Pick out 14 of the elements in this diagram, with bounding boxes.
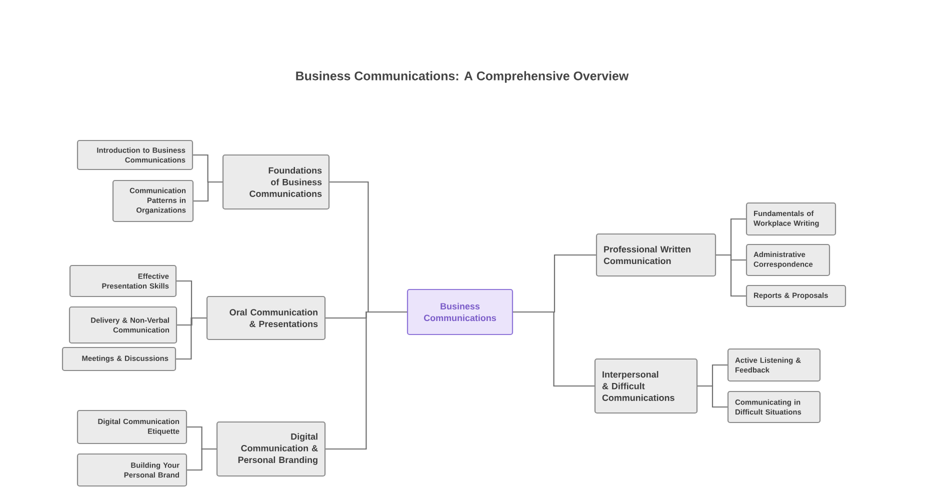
connector [187,448,216,471]
connector [513,311,594,387]
topic-box: Business Communications [406,288,514,336]
branch-box: Oral Communication & Presentations [206,296,326,340]
connector [194,181,222,202]
branch-box: Interpersonal & Difficult Communications [594,358,698,414]
branch-box: Digital Communication & Personal Branding [216,421,326,477]
branch-box: Professional Written Communication [596,233,716,277]
connector [176,317,206,360]
branch-box: Foundations of Business Communications [222,154,330,210]
connector [716,254,746,297]
title: Business Communications: A Comprehensive Overview [296,71,629,83]
connector [698,385,728,408]
connector [326,311,407,450]
